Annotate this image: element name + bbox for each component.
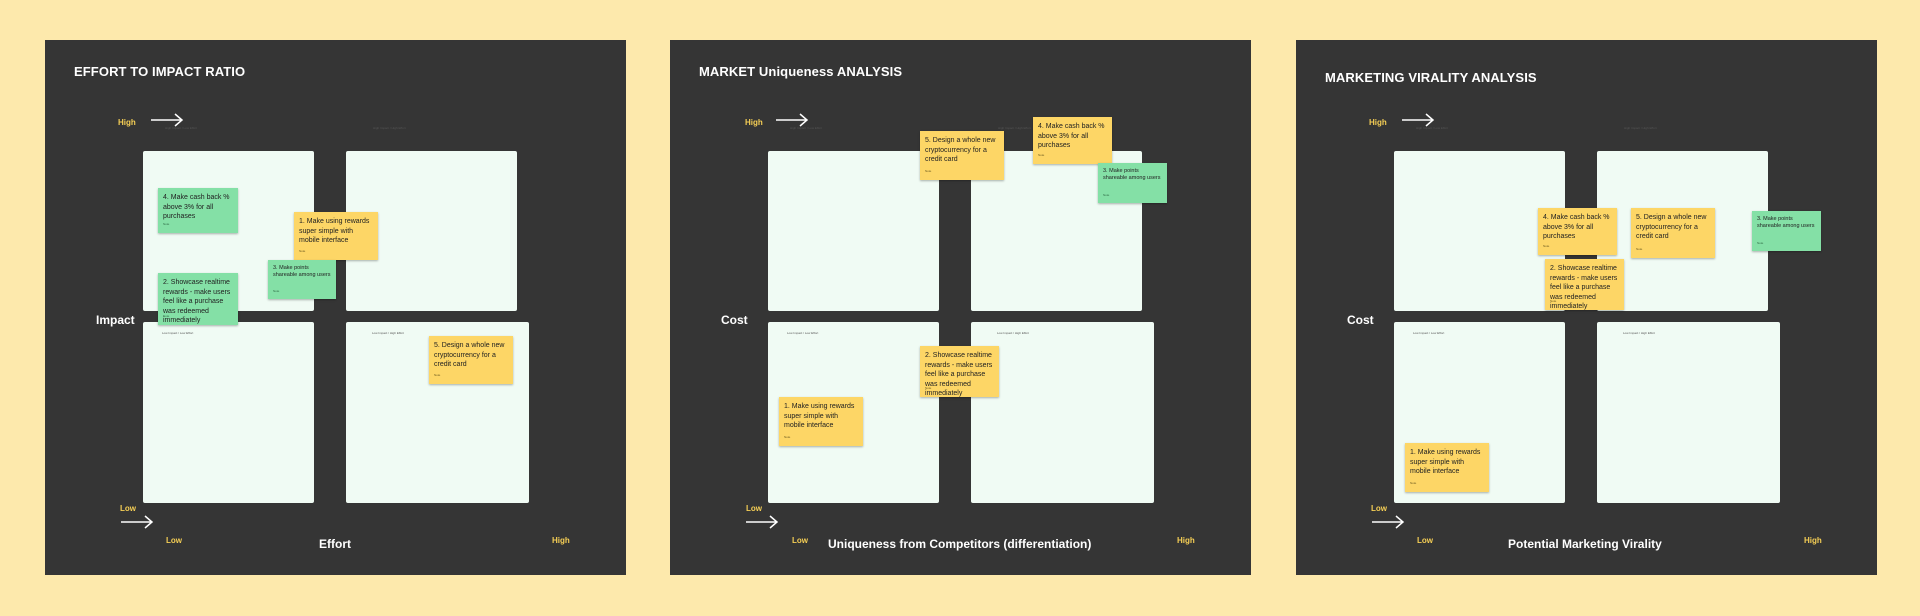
y-axis-low-label: Low: [120, 504, 136, 513]
note-text: 3. Make points shareable among users: [1757, 216, 1815, 229]
board-title: MARKETING VIRALITY ANALYSIS: [1325, 70, 1537, 85]
quadrant-top-left[interactable]: [1394, 151, 1565, 311]
arrow-right-icon: [776, 113, 809, 127]
x-axis-low-label: Low: [166, 536, 182, 545]
quadrant-bottom-right[interactable]: [971, 322, 1154, 503]
x-axis-title: Effort: [319, 537, 351, 551]
board-marketing-virality[interactable]: MARKETING VIRALITY ANALYSIS High Cost Lo…: [1296, 40, 1877, 575]
sticky-note[interactable]: 1. Make using rewards super simple with …: [294, 212, 378, 260]
note-text: 2. Showcase realtime rewards - make user…: [163, 279, 231, 324]
y-axis-high-label: High: [1369, 118, 1387, 127]
sticky-note[interactable]: 5. Design a whole new cryptocurrency for…: [1631, 208, 1715, 258]
y-axis-low-label: Low: [1371, 504, 1387, 513]
sticky-note[interactable]: 1. Make using rewards super simple with …: [779, 397, 863, 446]
note-meta: Note: [273, 289, 280, 293]
quadrant-bottom-left[interactable]: [143, 322, 314, 503]
x-axis-low-label: Low: [792, 536, 808, 545]
quadrant-label: Low Impact / Low Effort: [162, 331, 194, 335]
note-text: 5. Design a whole new cryptocurrency for…: [434, 342, 505, 368]
note-text: 3. Make points shareable among users: [1103, 168, 1161, 181]
note-text: 4. Make cash back % above 3% for all pur…: [1038, 123, 1105, 149]
quadrant-label: High Impact / Low Effort: [790, 126, 822, 130]
note-meta: Note: [1543, 243, 1550, 248]
note-meta: Note: [1038, 152, 1045, 157]
quadrant-label: Low Impact / High Effort: [997, 331, 1029, 335]
x-axis-high-label: High: [552, 536, 570, 545]
arrow-right-icon: [1372, 515, 1405, 529]
note-meta: Note: [1550, 298, 1557, 303]
arrow-right-icon: [151, 113, 184, 127]
note-meta: Note: [299, 248, 306, 253]
quadrant-label: Low Impact / High Effort: [372, 331, 404, 335]
quadrant-label: Low Impact / High Effort: [1623, 331, 1655, 335]
note-text: 1. Make using rewards super simple with …: [299, 218, 370, 244]
sticky-note[interactable]: 4. Make cash back % above 3% for all pur…: [158, 188, 238, 233]
quadrant-label: High Impact / High Effort: [373, 126, 406, 130]
arrow-right-icon: [121, 515, 154, 529]
note-text: 4. Make cash back % above 3% for all pur…: [163, 194, 230, 220]
y-axis-title: Impact: [96, 313, 135, 327]
quadrant-bottom-right[interactable]: [1597, 322, 1780, 503]
sticky-note[interactable]: 2. Showcase realtime rewards - make user…: [1545, 259, 1624, 310]
quadrant-label: High Impact / High Effort: [998, 126, 1031, 130]
sticky-note[interactable]: 2. Showcase realtime rewards - make user…: [158, 273, 238, 325]
board-effort-impact[interactable]: EFFORT TO IMPACT RATIO High Impact Low L…: [45, 40, 626, 575]
note-text: 5. Design a whole new cryptocurrency for…: [925, 137, 996, 163]
sticky-note[interactable]: 5. Design a whole new cryptocurrency for…: [429, 336, 513, 384]
note-text: 2. Showcase realtime rewards - make user…: [1550, 265, 1618, 310]
note-meta: Note: [1410, 480, 1417, 485]
note-meta: Note: [434, 372, 441, 377]
y-axis-high-label: High: [745, 118, 763, 127]
x-axis-title: Potential Marketing Virality: [1508, 537, 1662, 551]
note-meta: Note: [1103, 193, 1110, 197]
quadrant-label: Low Impact / Low Effort: [1413, 331, 1445, 335]
board-market-uniqueness[interactable]: MARKET Uniqueness ANALYSIS High Cost Low…: [670, 40, 1251, 575]
y-axis-low-label: Low: [746, 504, 762, 513]
note-text: 2. Showcase realtime rewards - make user…: [925, 352, 993, 397]
note-meta: Note: [925, 385, 932, 390]
x-axis-low-label: Low: [1417, 536, 1433, 545]
sticky-note[interactable]: 2. Showcase realtime rewards - make user…: [920, 346, 999, 397]
x-axis-high-label: High: [1804, 536, 1822, 545]
arrow-right-icon: [746, 515, 779, 529]
note-meta: Note: [163, 221, 170, 226]
arrow-right-icon: [1402, 113, 1435, 127]
note-text: 1. Make using rewards super simple with …: [784, 403, 855, 429]
quadrant-label: High Impact / High Effort: [1624, 126, 1657, 130]
note-meta: Note: [1757, 241, 1764, 245]
board-title: EFFORT TO IMPACT RATIO: [74, 64, 246, 79]
note-text: 3. Make points shareable among users: [273, 265, 331, 278]
quadrant-label: Low Impact / Low Effort: [787, 331, 819, 335]
sticky-note[interactable]: 1. Make using rewards super simple with …: [1405, 443, 1489, 492]
y-axis-title: Cost: [721, 313, 748, 327]
sticky-note[interactable]: 4. Make cash back % above 3% for all pur…: [1538, 208, 1617, 255]
board-title: MARKET Uniqueness ANALYSIS: [699, 64, 903, 79]
x-axis-high-label: High: [1177, 536, 1195, 545]
note-meta: Note: [784, 434, 791, 439]
sticky-note[interactable]: 5. Design a whole new cryptocurrency for…: [920, 131, 1004, 180]
sticky-note[interactable]: 4. Make cash back % above 3% for all pur…: [1033, 117, 1112, 164]
y-axis-title: Cost: [1347, 313, 1374, 327]
quadrant-label: High Impact / Low Effort: [1416, 126, 1448, 130]
x-axis-title: Uniqueness from Competitors (differentia…: [828, 537, 1092, 551]
note-text: 5. Design a whole new cryptocurrency for…: [1636, 214, 1707, 240]
quadrant-top-left[interactable]: [768, 151, 939, 311]
y-axis-high-label: High: [118, 118, 136, 127]
quadrant-label: High Impact / Low Effort: [165, 126, 197, 130]
note-meta: Note: [1636, 246, 1643, 251]
note-text: 1. Make using rewards super simple with …: [1410, 449, 1481, 475]
note-meta: Note: [163, 313, 170, 318]
note-text: 4. Make cash back % above 3% for all pur…: [1543, 214, 1610, 240]
note-meta: Note: [925, 168, 932, 173]
